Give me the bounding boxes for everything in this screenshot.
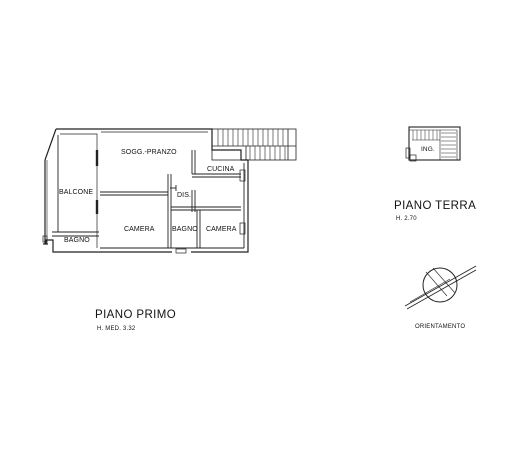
- ground-floor-height: H. 2.70: [396, 216, 417, 222]
- compass: [404, 265, 477, 310]
- balcony-walls: [52, 135, 99, 237]
- room-label-camera-1: CAMERA: [124, 226, 155, 233]
- ground-stair-treads: [412, 130, 456, 158]
- orientation-label: ORIENTAMENTO: [415, 324, 466, 330]
- room-label-soggiorno: SOGG.-PRANZO: [121, 149, 177, 156]
- first-floor-stair: [211, 128, 297, 161]
- room-label-camera-2: CAMERA: [206, 226, 237, 233]
- room-label-cucina: CUCINA: [207, 166, 235, 173]
- room-label-dis: DIS.: [177, 192, 192, 199]
- first-floor-height: H. MED. 3.32: [97, 326, 136, 332]
- first-floor-partitions: [42, 150, 246, 254]
- room-label-ingresso: ING.: [421, 146, 435, 153]
- room-label-bagno-small: BAGNO: [172, 226, 198, 233]
- room-label-bagno-bottom: BAGNO: [64, 237, 90, 244]
- ground-floor-title: PIANO TERRA: [394, 200, 477, 212]
- stair-treads: [217, 129, 286, 160]
- first-floor-title: PIANO PRIMO: [95, 309, 177, 321]
- room-label-balcone: BALCONE: [59, 189, 94, 196]
